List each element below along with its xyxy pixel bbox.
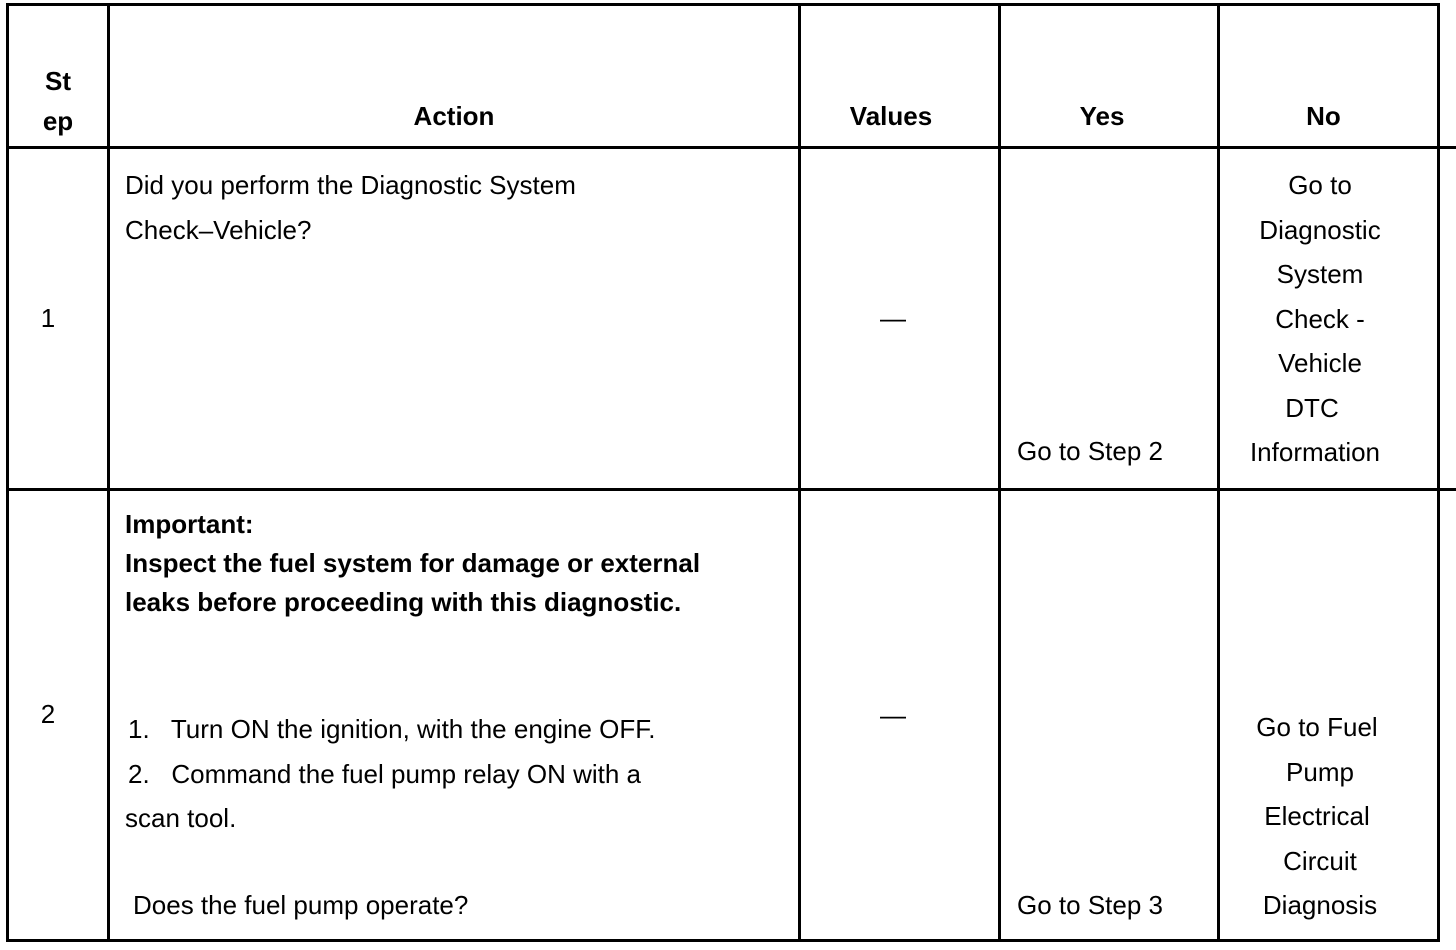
row2-important-line2: leaks before proceeding with this diagno… — [125, 587, 682, 617]
row2-step-item-2-cont: scan tool. — [125, 803, 237, 833]
row2-no-line: Electrical — [1264, 801, 1370, 831]
table-border-top — [6, 3, 1440, 6]
header-no: No — [1306, 101, 1341, 131]
row2-no-line: Circuit — [1283, 845, 1357, 876]
header-action: Action — [413, 101, 495, 131]
row1-no-line: Diagnostic — [1259, 214, 1381, 245]
row1-action-line1: Did you perform the Diagnostic System — [125, 170, 576, 200]
row2-no-line: Go to Fuel — [1256, 712, 1378, 742]
row1-no-line: Go to — [1288, 170, 1352, 200]
row2-yes: Go to Step 3 — [1017, 890, 1163, 920]
row2-no-line: Diagnosis — [1262, 890, 1378, 920]
row1-no-line: Information — [1249, 437, 1381, 467]
column-divider-step — [107, 3, 110, 942]
header-step-line2: ep — [42, 106, 74, 136]
row1-action-line2: Check–Vehicle? — [125, 215, 312, 245]
row-divider — [6, 488, 1456, 491]
row2-no-line: Pump — [1286, 756, 1354, 787]
row1-no-line: DTC — [1285, 392, 1339, 423]
header-yes: Yes — [1079, 101, 1125, 131]
row2-step: 2 — [40, 699, 56, 729]
row1-no-line: Check - — [1275, 303, 1365, 334]
row1-step: 1 — [40, 303, 56, 333]
row2-value: — — [880, 700, 906, 730]
table-border-bottom — [6, 939, 1440, 942]
row2-important-line1: Inspect the fuel system for damage or ex… — [125, 548, 701, 578]
table-border-right — [1437, 3, 1440, 942]
row1-yes: Go to Step 2 — [1017, 436, 1163, 466]
column-divider-values — [998, 3, 1001, 942]
row1-no-line: System — [1276, 259, 1364, 289]
row2-no: Go to Fuel Pump Electrical Circuit Diagn… — [1222, 705, 1412, 928]
row2-question: Does the fuel pump operate? — [133, 890, 469, 920]
row2-important-label: Important: — [125, 509, 254, 539]
column-divider-action — [798, 3, 801, 942]
row1-value: — — [880, 303, 906, 333]
column-divider-yes — [1217, 3, 1220, 942]
row1-no: Go to Diagnostic System Check - Vehicle … — [1225, 163, 1415, 475]
table-border-left — [6, 3, 9, 942]
row1-no-line: Vehicle — [1278, 348, 1362, 378]
header-divider — [6, 146, 1456, 149]
row2-step-item-2: 2. Command the fuel pump relay ON with a — [128, 759, 642, 789]
header-step-line1: St — [45, 66, 71, 96]
header-values: Values — [849, 101, 933, 131]
header-step: St ep — [9, 61, 107, 141]
row2-step-item-1: 1. Turn ON the ignition, with the engine… — [128, 714, 656, 744]
